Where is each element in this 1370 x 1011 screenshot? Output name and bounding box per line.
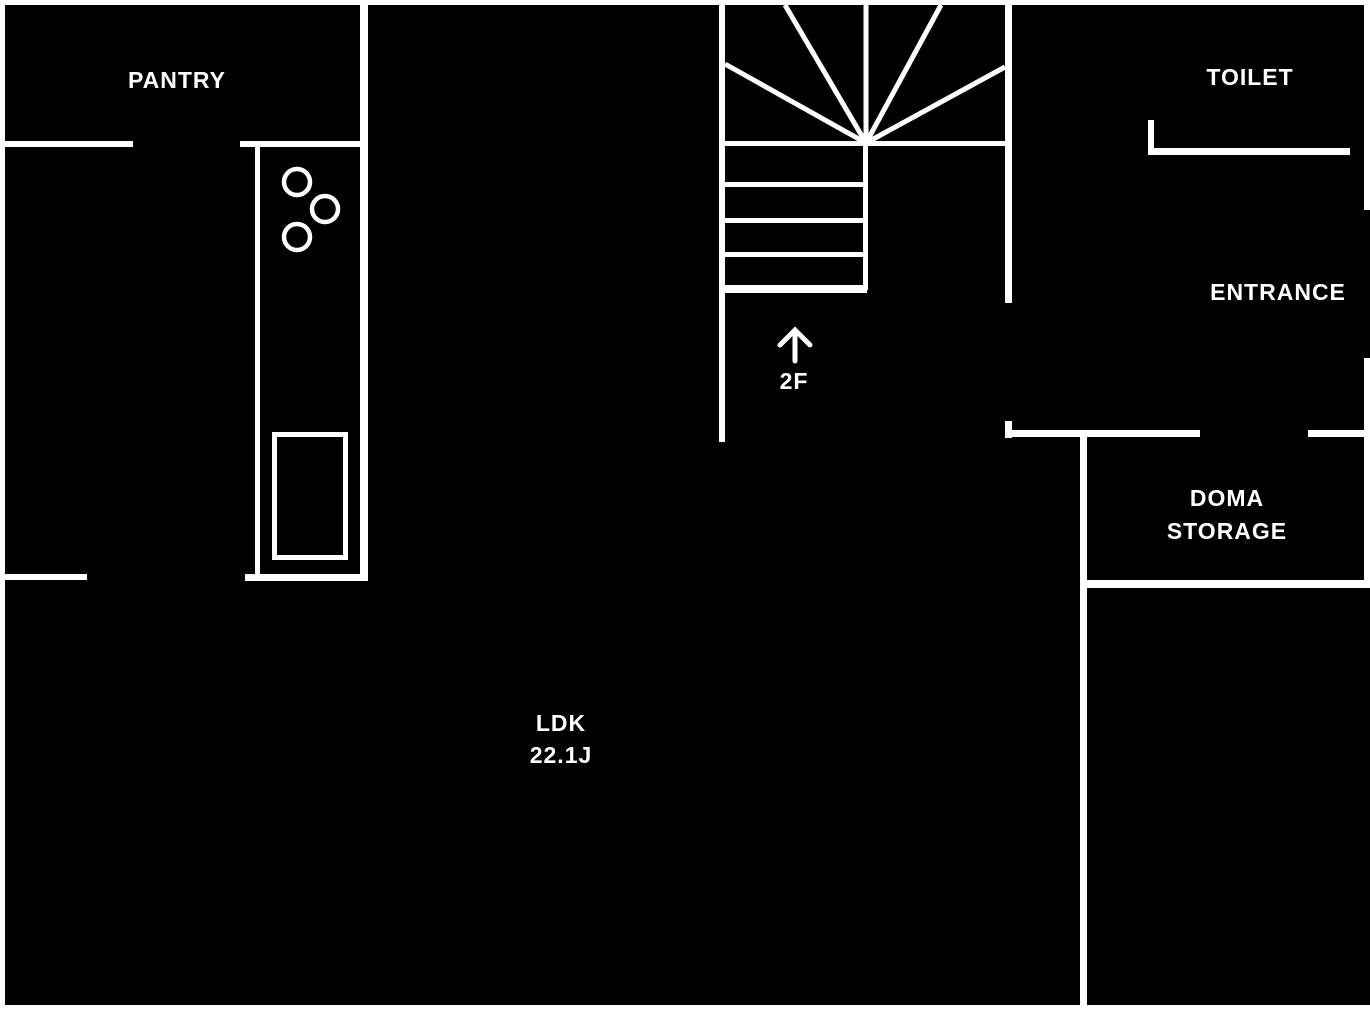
counter-left-edge — [255, 147, 260, 576]
entrance-wall-right-segment — [1308, 430, 1364, 437]
stair-tread-1 — [725, 182, 863, 187]
wall-right-lower — [1364, 358, 1370, 588]
pantry-wall-left-segment — [3, 141, 133, 147]
ldk-label-name: LDK — [535, 710, 587, 736]
wall-top — [0, 0, 1370, 5]
stove-burner-icon — [281, 221, 313, 253]
doma-wall-left — [1080, 437, 1087, 1006]
ldk-label: LDK 22.1J — [530, 707, 593, 771]
stove-burner-icon — [309, 193, 341, 225]
stove-burner-icon — [281, 166, 313, 198]
up-arrow-icon — [777, 326, 813, 364]
toilet-wall-vertical — [1148, 120, 1154, 155]
toilet-label: TOILET — [1206, 64, 1294, 90]
pantry-wall-right-segment — [240, 141, 368, 147]
kitchen-partition-wall — [360, 5, 368, 581]
stair-tread-3 — [725, 252, 863, 257]
kitchen-wall-stub — [3, 574, 87, 580]
wall-bottom — [0, 1005, 1370, 1011]
doma-storage-label-line2: STORAGE — [1166, 518, 1288, 544]
stair-wall-right-stub — [1005, 421, 1012, 438]
wall-left — [0, 0, 5, 1011]
doma-wall-bottom — [1087, 580, 1370, 588]
stair-center-line — [863, 146, 868, 290]
stair-wall-right — [1005, 5, 1012, 303]
stair-tread-4 — [725, 285, 867, 293]
kitchen-sink — [272, 432, 348, 560]
stair-fan-line — [863, 3, 944, 145]
wall-right-upper — [1364, 0, 1370, 210]
stairs-to-floor-label: 2F — [779, 368, 809, 394]
counter-bottom-edge — [245, 574, 368, 581]
doma-storage-label: DOMA STORAGE — [1167, 482, 1287, 548]
ldk-label-area: 22.1J — [529, 742, 593, 768]
stair-wall-left — [719, 5, 725, 442]
toilet-wall-horizontal — [1148, 148, 1350, 155]
doma-storage-label-line1: DOMA — [1189, 485, 1265, 511]
stair-fan-line — [782, 3, 869, 145]
stair-tread-2 — [725, 218, 863, 223]
stair-fan-line — [723, 61, 868, 146]
entrance-label: ENTRANCE — [1210, 279, 1346, 305]
entrance-wall-left-segment — [1005, 430, 1200, 437]
stair-fan-line — [864, 64, 1007, 146]
pantry-label: PANTRY — [128, 67, 226, 93]
